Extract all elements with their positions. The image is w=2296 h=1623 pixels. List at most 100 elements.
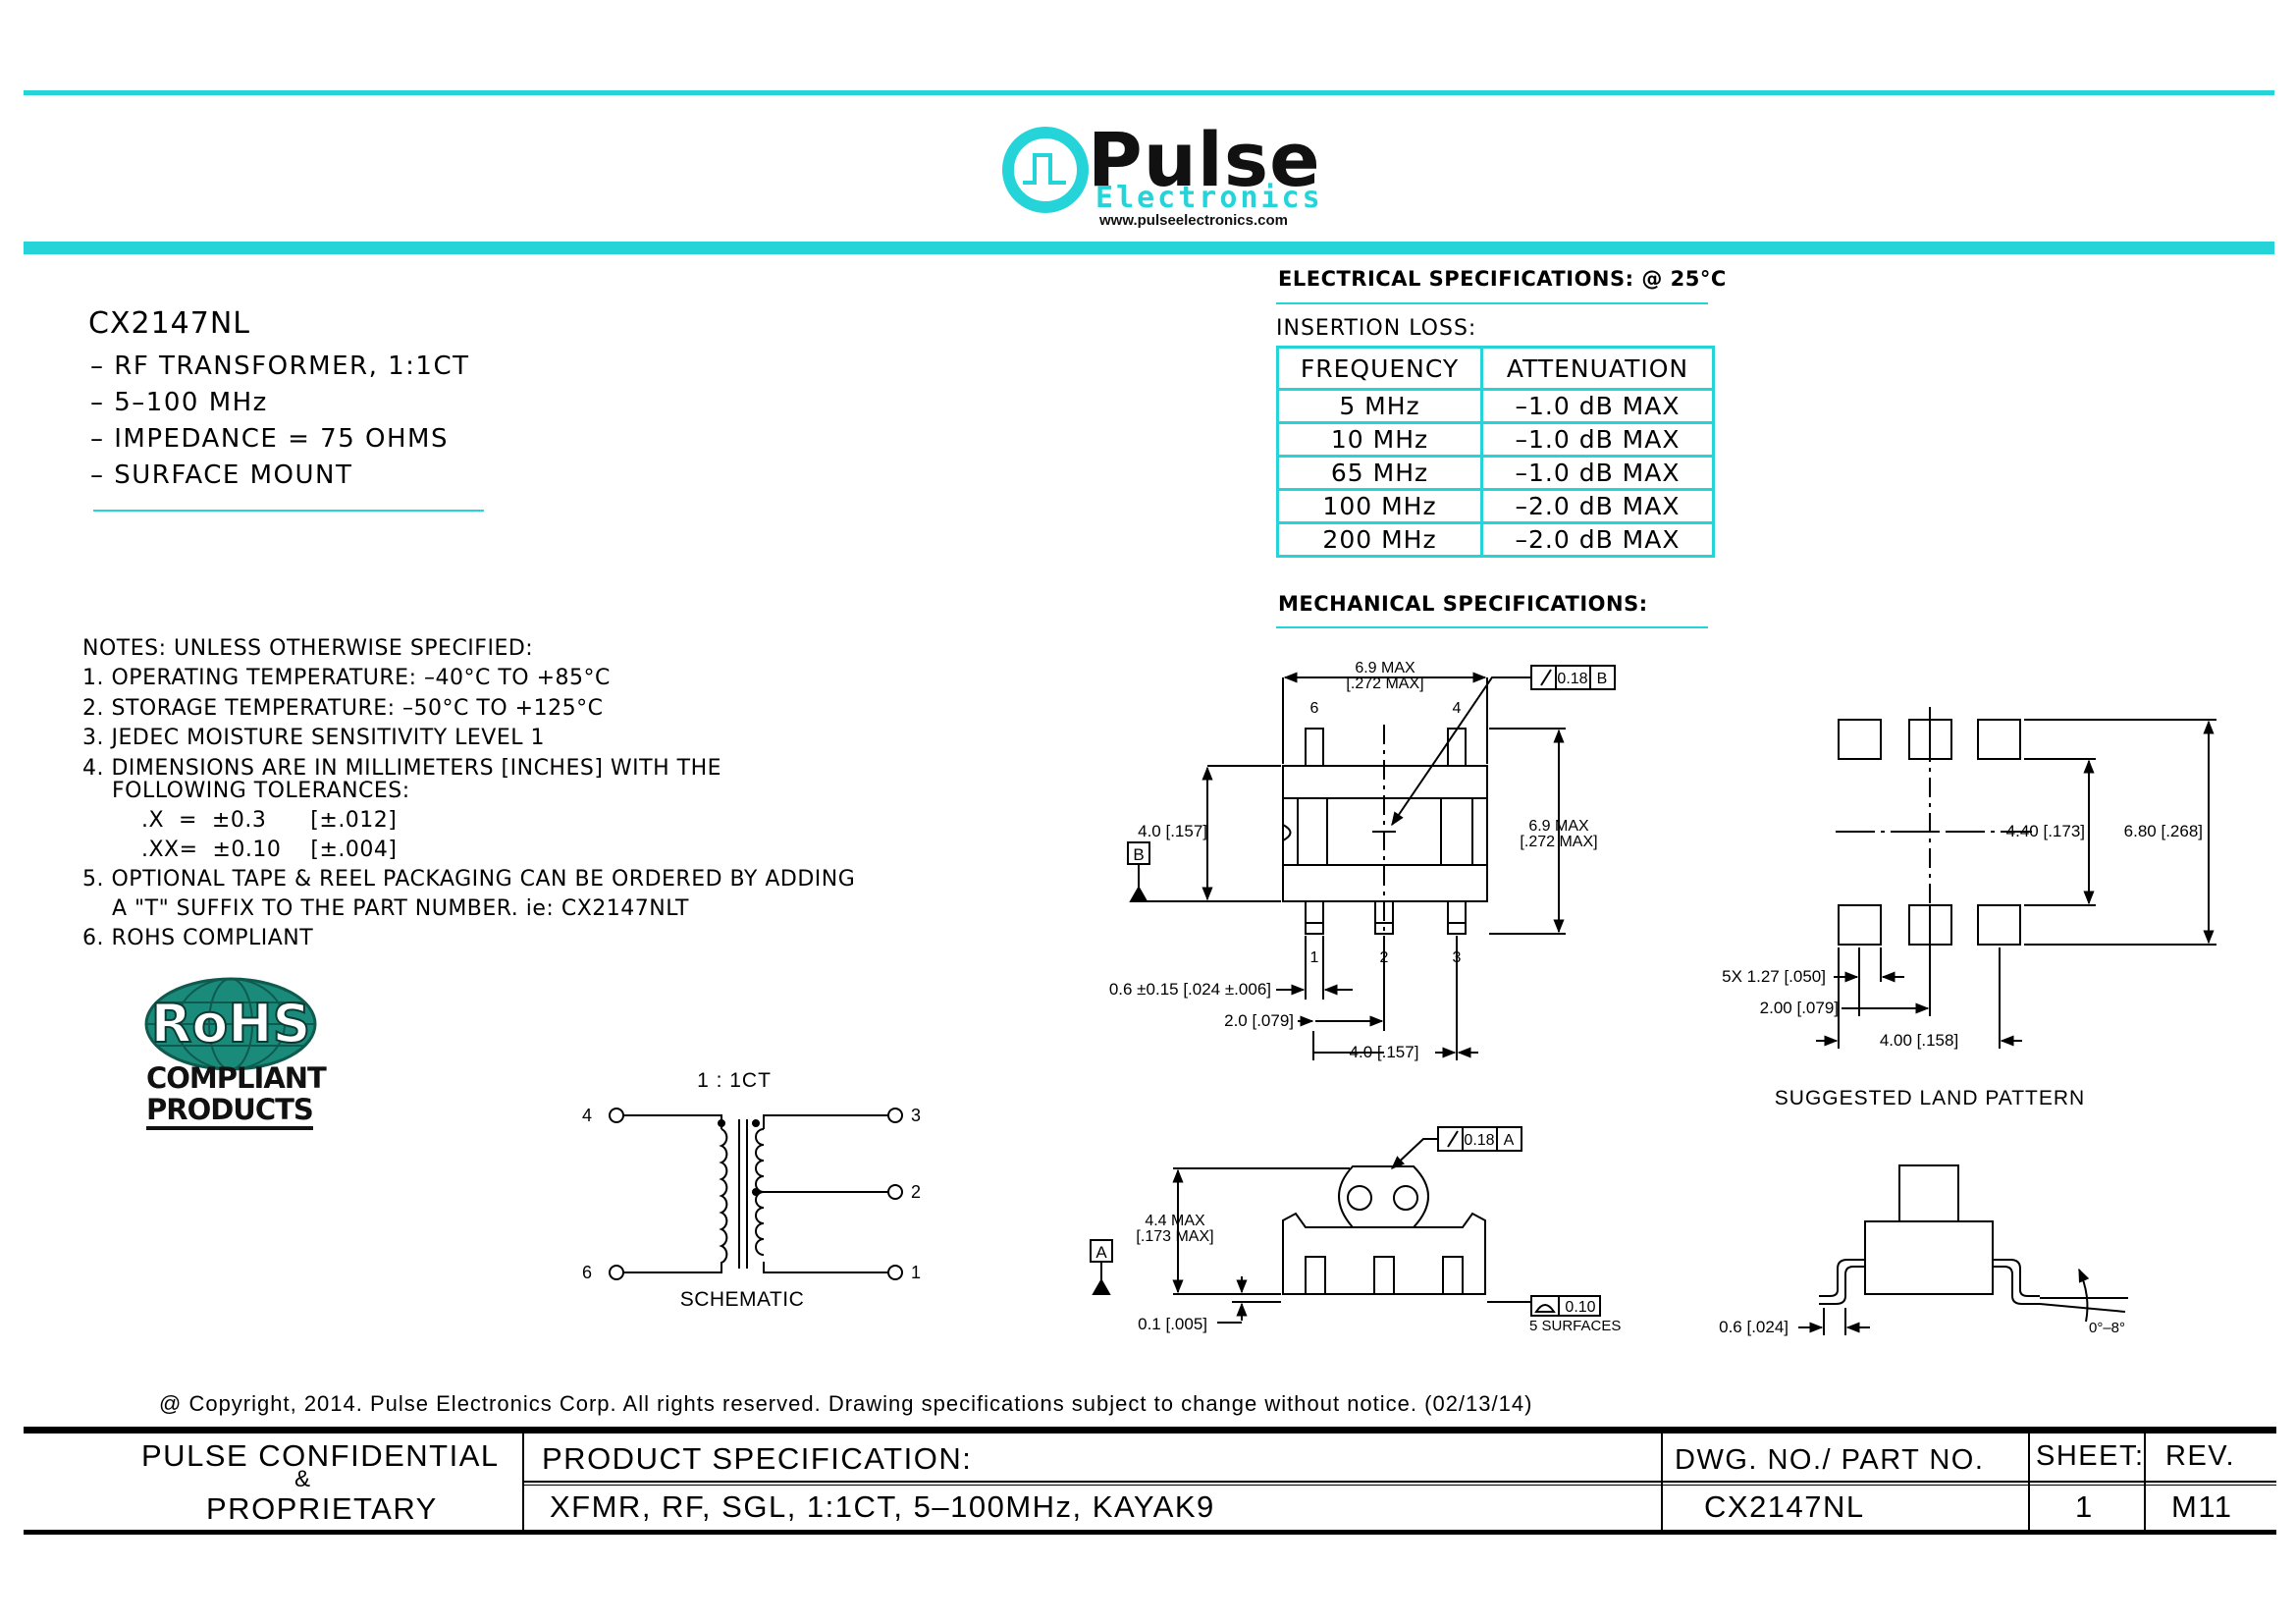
cell-frequency: 5 MHz: [1276, 388, 1483, 424]
note-line: 6. ROHS COMPLIANT: [82, 926, 314, 950]
dim-length-max: 6.9 MAX: [1528, 818, 1589, 835]
schematic-pin-6: 6: [582, 1263, 592, 1282]
logo-url: www.pulseelectronics.com: [1099, 212, 1289, 229]
schematic-ratio: 1 : 1CT: [697, 1069, 772, 1092]
note-line: 1. OPERATING TEMPERATURE: –40°C TO +85°C: [82, 666, 611, 690]
flatness-ref: B: [1597, 671, 1608, 687]
pin-label-4: 4: [1453, 700, 1462, 717]
note-line: A "T" SUFFIX TO THE PART NUMBER. ie: CX2…: [82, 896, 689, 921]
dim-standoff: 0.1 [.005]: [1138, 1315, 1207, 1333]
pulse-logo-mark-icon: [1002, 127, 1089, 213]
part-number-title: CX2147NL: [88, 306, 251, 341]
schematic-pin-3: 3: [911, 1106, 921, 1125]
side-view-outline: [1282, 1165, 1486, 1295]
flatness-value: 0.18: [1557, 671, 1587, 687]
dwg-value: CX2147NL: [1704, 1489, 1865, 1524]
dim-height: 4.0 [.157]: [1138, 822, 1207, 840]
schematic-label: SCHEMATIC: [680, 1288, 805, 1311]
title-block: PULSE CONFIDENTIAL & PROPRIETARY PRODUCT…: [24, 1427, 2276, 1535]
dwg-label: DWG. NO./ PART NO.: [1675, 1444, 1985, 1476]
dim-side-height-in: [.173 MAX]: [1136, 1228, 1213, 1245]
mechanical-underline: [1276, 626, 1708, 628]
cell-attenuation: –1.0 dB MAX: [1480, 388, 1715, 424]
dim-half-pitch: 2.0 [.079]: [1224, 1011, 1294, 1030]
header-top-rule: [24, 90, 2274, 95]
land-spacing: 4.00 [.158]: [1880, 1031, 1958, 1050]
note-line: .X = ±0.3 [±.012]: [82, 808, 398, 833]
pulse-logo: Pulse Electronics www.pulseelectronics.c…: [1001, 116, 1325, 234]
pin-label-2: 2: [1380, 949, 1389, 966]
top-view-outline: [1282, 725, 1488, 943]
rev-label: REV.: [2165, 1440, 2236, 1472]
header-bottom-rule: [24, 242, 2274, 254]
spec-value: XFMR, RF, SGL, 1:1CT, 5–100MHz, KAYAK9: [550, 1489, 1215, 1524]
pin-label-3: 3: [1453, 949, 1462, 966]
schematic-pin-1: 1: [911, 1263, 921, 1282]
electrical-heading: ELECTRICAL SPECIFICATIONS: @ 25°C: [1278, 267, 1727, 291]
insertion-loss-label: INSERTION LOSS:: [1276, 316, 1477, 341]
land-half: 2.00 [.079]: [1760, 999, 1839, 1017]
dim-width-max-in: [.272 MAX]: [1346, 676, 1423, 692]
note-line: 2. STORAGE TEMPERATURE: –50°C TO +125°C: [82, 696, 604, 721]
feature-item: – 5–100 MHz: [90, 388, 268, 417]
coplanarity-value: 0.10: [1565, 1299, 1595, 1316]
cell-attenuation: –2.0 dB MAX: [1480, 521, 1715, 558]
copyright-line: @ Copyright, 2014. Pulse Electronics Cor…: [159, 1391, 1533, 1416]
title-block-bottom-rule: [24, 1530, 2276, 1535]
note-line: 5. OPTIONAL TAPE & REEL PACKAGING CAN BE…: [82, 867, 856, 892]
rohs-globe-icon: RoHS: [144, 977, 317, 1071]
sheet-value: 1: [2075, 1489, 2094, 1524]
electrical-underline: [1276, 302, 1708, 304]
end-view-outline: [1819, 1164, 2040, 1305]
rohs-badge-text: RoHS: [151, 993, 311, 1055]
dim-width-max: 6.9 MAX: [1355, 660, 1415, 676]
insertion-loss-table: FREQUENCY ATTENUATION 5 MHz–1.0 dB MAX 1…: [1276, 346, 1715, 558]
table-row: 200 MHz–2.0 dB MAX: [1276, 521, 1715, 558]
end-angle: 0°–8°: [2089, 1320, 2125, 1336]
feature-divider: [93, 510, 484, 512]
confidential-amp: &: [294, 1466, 312, 1492]
cell-attenuation: –2.0 dB MAX: [1480, 488, 1715, 524]
spec-label: PRODUCT SPECIFICATION:: [542, 1441, 973, 1476]
schematic-pin-2: 2: [911, 1182, 921, 1202]
title-block-top-rule: [24, 1427, 2276, 1434]
land-inner: 4.40 [.173]: [2006, 822, 2085, 840]
table-row: 100 MHz–2.0 dB MAX: [1276, 488, 1715, 524]
datum-b: B: [1133, 845, 1144, 864]
pin-label-1: 1: [1310, 949, 1319, 966]
cell-frequency: 100 MHz: [1276, 488, 1483, 524]
datum-a: A: [1095, 1243, 1107, 1262]
feature-item: – IMPEDANCE = 75 OHMS: [90, 424, 449, 454]
cell-frequency: 65 MHz: [1276, 455, 1483, 491]
side-flatness-value: 0.18: [1464, 1132, 1494, 1149]
pin-label-6: 6: [1310, 700, 1319, 717]
feature-list: – RF TRANSFORMER, 1:1CT – 5–100 MHz – IM…: [90, 352, 470, 497]
dim-length-max-in: [.272 MAX]: [1520, 834, 1597, 850]
table-row: 10 MHz–1.0 dB MAX: [1276, 421, 1715, 458]
land-pitch: 5X 1.27 [.050]: [1722, 967, 1826, 986]
dim-lead-width: 0.6 ±0.15 [.024 ±.006]: [1109, 980, 1271, 999]
feature-item: – SURFACE MOUNT: [90, 460, 353, 490]
land-outer: 6.80 [.268]: [2124, 822, 2203, 840]
cell-attenuation: –1.0 dB MAX: [1480, 455, 1715, 491]
land-pattern-title: SUGGESTED LAND PATTERN: [1775, 1087, 2085, 1109]
side-flatness-ref: A: [1504, 1132, 1515, 1149]
table-row: 65 MHz–1.0 dB MAX: [1276, 455, 1715, 491]
confidential-line2: PROPRIETARY: [206, 1491, 438, 1526]
col-attenuation: ATTENUATION: [1480, 346, 1715, 391]
note-line: NOTES: UNLESS OTHERWISE SPECIFIED:: [82, 636, 534, 661]
mechanical-heading: MECHANICAL SPECIFICATIONS:: [1278, 592, 1648, 616]
note-line: .XX= ±0.10 [±.004]: [82, 838, 398, 862]
sheet-label: SHEET:: [2036, 1440, 2145, 1472]
rohs-badge: RoHS COMPLIANT PRODUCTS: [142, 977, 327, 1134]
logo-word: Pulse: [1088, 116, 1321, 203]
title-block-divider: [522, 1434, 524, 1530]
note-line: 4. DIMENSIONS ARE IN MILLIMETERS [INCHES…: [82, 756, 722, 781]
cell-attenuation: –1.0 dB MAX: [1480, 421, 1715, 458]
dim-side-height: 4.4 MAX: [1145, 1213, 1205, 1229]
rohs-line2: PRODUCTS: [146, 1093, 314, 1130]
note-line: FOLLOWING TOLERANCES:: [82, 779, 410, 803]
rev-value: M11: [2171, 1489, 2233, 1524]
col-frequency: FREQUENCY: [1276, 346, 1483, 391]
